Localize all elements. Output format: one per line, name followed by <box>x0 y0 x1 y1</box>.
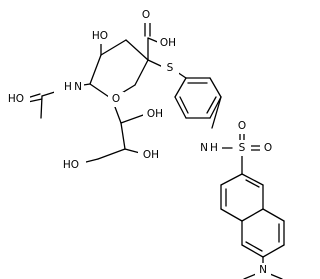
bond <box>100 39 127 56</box>
bond <box>174 77 187 98</box>
bond <box>220 208 243 222</box>
bond <box>241 244 264 258</box>
bond <box>243 273 257 279</box>
bond <box>269 273 283 279</box>
sulfonyl-sulfur-label: S <box>239 142 246 154</box>
sulfonamide-nitrogen-label: N <box>200 142 208 154</box>
bond <box>241 208 264 222</box>
chemical-structure-diagram: O OH S HO O H N HO OH OH HO N H S O O N <box>2 8 285 279</box>
bond <box>134 59 149 86</box>
bond <box>27 98 43 103</box>
bond <box>220 173 243 186</box>
acetamide-hydrogen-label: H <box>64 81 72 93</box>
bond <box>97 148 126 160</box>
sulfonamide-hydrogen-label: H <box>210 142 218 154</box>
bond <box>209 96 222 119</box>
bond <box>245 241 263 252</box>
bond <box>120 113 147 124</box>
bond <box>124 148 141 154</box>
bond <box>211 96 222 129</box>
bond <box>120 122 126 150</box>
bond <box>89 54 102 85</box>
carboxyl-oxygen-label: O <box>142 9 150 21</box>
thioether-sulfur-label: S <box>167 62 174 74</box>
bond <box>206 96 217 114</box>
bond <box>174 96 187 119</box>
bond <box>241 173 264 186</box>
side-chain-hydroxyl-2-label: OH <box>143 149 159 161</box>
bond <box>147 59 164 68</box>
side-chain-hydroxyl-1-label: OH <box>147 108 163 120</box>
bond <box>125 39 149 61</box>
ring-hydroxyl-label: HO <box>92 30 108 42</box>
acetyl-hydroxyl-label: HO <box>8 93 24 105</box>
atom-labels: O OH S HO O H N HO OH OH HO N H S O O N <box>2 8 276 278</box>
sulfonyl-oxygen-right-label: O <box>264 142 272 154</box>
bond <box>262 244 285 258</box>
ring-oxygen-label: O <box>112 93 120 105</box>
bond <box>209 77 222 98</box>
bond <box>245 179 260 188</box>
bond <box>262 208 285 222</box>
bond <box>179 96 189 114</box>
sulfonyl-oxygen-top-label: O <box>238 120 246 132</box>
acetamide-nitrogen-label: N <box>74 81 82 93</box>
dimethylamino-nitrogen-label: N <box>259 264 267 276</box>
side-chain-hydroxyl-3-label: HO <box>63 159 79 171</box>
carboxyl-hydroxyl-label: OH <box>160 37 176 49</box>
